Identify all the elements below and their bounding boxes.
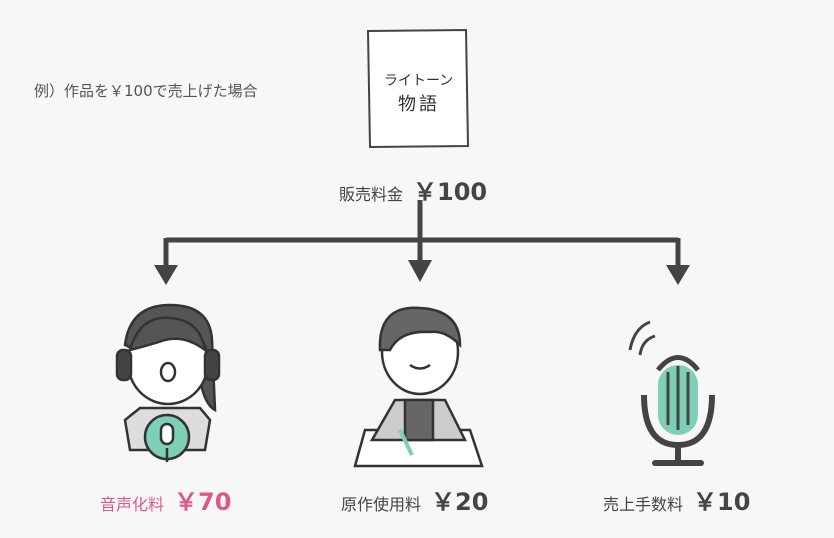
- example-note: 例）作品を￥100で売上げた場合: [34, 82, 258, 100]
- split-amount: ￥70: [174, 488, 232, 516]
- sale-price: 販売料金 ￥100: [339, 172, 487, 207]
- split-amount: ￥20: [431, 488, 489, 516]
- sale-amount: ￥100: [413, 178, 488, 206]
- microphone-icon: [628, 320, 715, 466]
- split-original: 原作使用料 ￥20: [341, 482, 488, 517]
- split-label: 原作使用料: [341, 495, 422, 514]
- split-voice: 音声化料 ￥70: [100, 482, 231, 517]
- book-icon: [366, 28, 470, 149]
- sale-label: 販売料金: [339, 185, 404, 204]
- narrator-with-microphone-icon: [115, 303, 221, 462]
- book-title-line2: 物語: [398, 94, 440, 115]
- author-writing-icon: [353, 306, 484, 468]
- split-amount: ￥10: [693, 488, 751, 516]
- split-fee: 売上手数料 ￥10: [603, 482, 750, 517]
- arrowheads: [154, 260, 690, 285]
- book-title-line1: ライトーン: [384, 73, 454, 89]
- split-label: 売上手数料: [603, 495, 684, 514]
- flow-arrows: [163, 200, 681, 268]
- split-label: 音声化料: [100, 495, 165, 514]
